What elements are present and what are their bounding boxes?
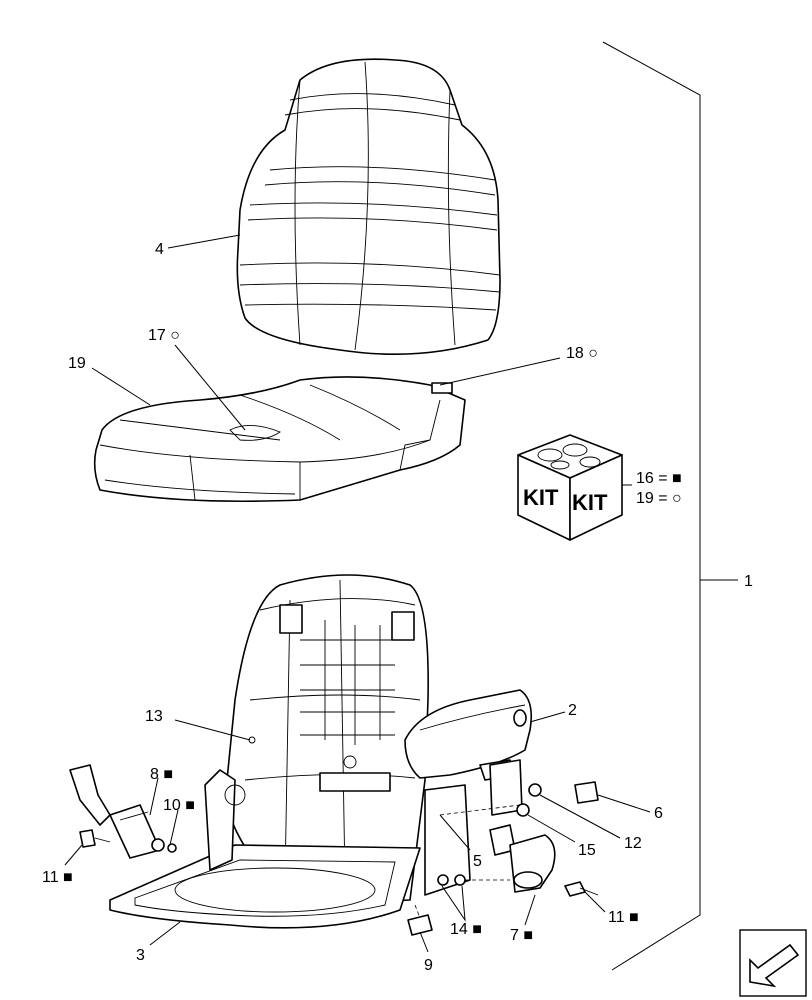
callout-5: 5 (473, 853, 482, 870)
legend-square: 16 = ■ (636, 470, 682, 487)
washer-14b (454, 874, 466, 886)
callout-18: 18 ○ (566, 345, 598, 362)
callout-7: 7 ■ (510, 927, 533, 944)
backrest-cushion (236, 58, 501, 356)
callout-3: 3 (136, 947, 145, 964)
seat-pan (109, 844, 421, 929)
clip-9 (407, 914, 433, 936)
callout-1: 1 (744, 573, 753, 590)
callout-19: 19 (68, 355, 86, 372)
seat-cushion (93, 376, 466, 503)
legend-circle: 19 = ○ (636, 490, 682, 507)
bolt-11-right (564, 881, 599, 897)
callout-11a: 11 ■ (42, 869, 73, 886)
callout-10: 10 ■ (163, 797, 195, 814)
callout-15: 15 (578, 842, 596, 859)
callout-11b: 11 ■ (608, 909, 639, 926)
part-6-block (574, 781, 599, 804)
callout-4: 4 (155, 241, 164, 258)
left-side-plate (204, 769, 236, 871)
callout-8: 8 ■ (150, 766, 173, 783)
seat-belt-buckle (69, 764, 177, 859)
callout-12: 12 (624, 835, 642, 852)
kit-box: KIT KIT (517, 434, 623, 541)
cylinder-7 (509, 834, 556, 893)
kit-label-right: KIT (572, 490, 608, 515)
washer-14a (437, 874, 449, 886)
callout-2: 2 (568, 702, 577, 719)
callout-17: 17 ○ (148, 327, 180, 344)
assembly-bracket (602, 41, 738, 971)
callout-14: 14 ■ (450, 921, 482, 938)
callout-9: 9 (424, 957, 433, 974)
callout-6: 6 (654, 805, 663, 822)
right-side-plate (424, 784, 471, 896)
washer-15 (516, 803, 530, 817)
nut-12 (528, 783, 542, 797)
kit-label-left: KIT (523, 485, 559, 510)
arrow-icon[interactable] (739, 929, 807, 997)
callout-13: 13 (145, 708, 163, 725)
